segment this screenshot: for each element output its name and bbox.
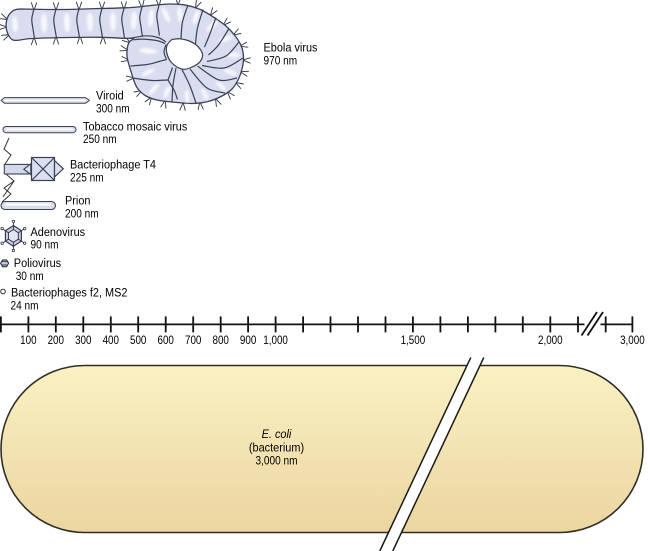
svg-text:30 nm: 30 nm bbox=[16, 270, 44, 283]
svg-text:800: 800 bbox=[212, 334, 228, 347]
svg-text:600: 600 bbox=[157, 334, 173, 347]
svg-text:24 nm: 24 nm bbox=[11, 300, 39, 313]
svg-text:E. coli: E. coli bbox=[262, 429, 292, 442]
svg-text:200 nm: 200 nm bbox=[65, 208, 99, 221]
svg-text:90 nm: 90 nm bbox=[31, 239, 59, 252]
svg-text:Tobacco mosaic virus: Tobacco mosaic virus bbox=[83, 121, 188, 134]
svg-text:(bacterium): (bacterium) bbox=[249, 442, 304, 455]
svg-text:3,000 nm: 3,000 nm bbox=[255, 455, 297, 468]
svg-text:Bacteriophage T4: Bacteriophage T4 bbox=[70, 159, 157, 172]
svg-text:225 nm: 225 nm bbox=[70, 172, 104, 185]
svg-text:1,000: 1,000 bbox=[263, 334, 288, 347]
svg-text:2,000: 2,000 bbox=[538, 334, 563, 347]
svg-text:300 nm: 300 nm bbox=[96, 103, 130, 116]
svg-text:100: 100 bbox=[20, 334, 36, 347]
svg-text:900: 900 bbox=[240, 334, 256, 347]
svg-text:200: 200 bbox=[48, 334, 64, 347]
svg-text:3,000: 3,000 bbox=[620, 334, 645, 347]
svg-text:Bacteriophages f2, MS2: Bacteriophages f2, MS2 bbox=[11, 287, 128, 300]
svg-text:500: 500 bbox=[130, 334, 146, 347]
svg-text:400: 400 bbox=[103, 334, 119, 347]
svg-text:Ebola virus: Ebola virus bbox=[263, 42, 317, 55]
svg-text:300: 300 bbox=[75, 334, 91, 347]
svg-text:1,500: 1,500 bbox=[401, 334, 426, 347]
svg-text:250 nm: 250 nm bbox=[83, 133, 117, 146]
svg-text:Prion: Prion bbox=[65, 195, 90, 208]
svg-text:Poliovirus: Poliovirus bbox=[14, 258, 62, 271]
svg-text:970 nm: 970 nm bbox=[263, 55, 297, 68]
svg-text:Adenovirus: Adenovirus bbox=[31, 226, 86, 239]
svg-text:Viroid: Viroid bbox=[96, 90, 124, 103]
svg-text:700: 700 bbox=[185, 334, 201, 347]
